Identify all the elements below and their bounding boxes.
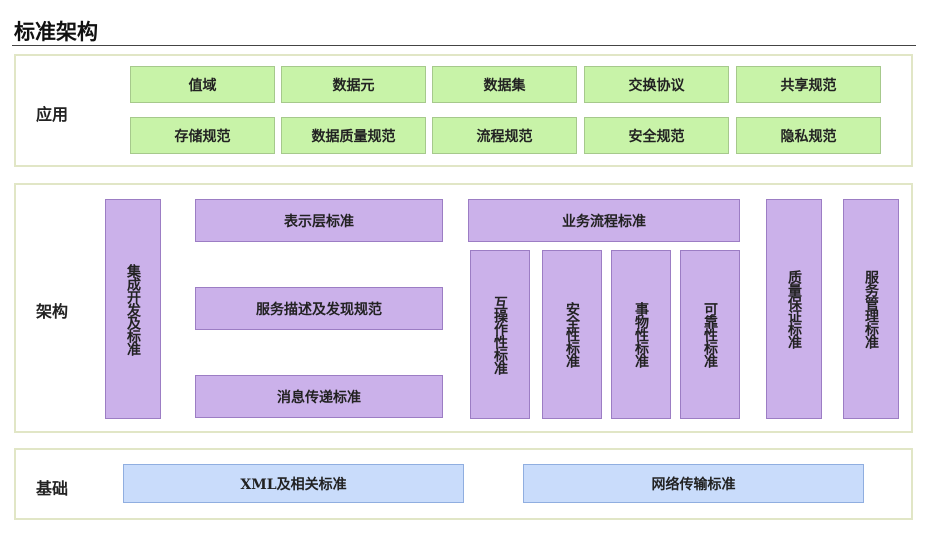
app-box-privacy-spec: 隐私规范 — [736, 117, 881, 154]
business-process-standard: 业务流程标准 — [468, 199, 740, 242]
app-box-process-spec: 流程规范 — [432, 117, 577, 154]
interoperability-standard: 互操作性标准 — [470, 250, 530, 419]
quality-assurance-standard: 质量保证标准 — [766, 199, 822, 419]
network-transport-standard: 网络传输标准 — [523, 464, 864, 503]
architecture-label: 架构 — [36, 302, 69, 321]
service-management-standard: 服务管理标准 — [843, 199, 899, 419]
transaction-standard: 事物性标准 — [611, 250, 671, 419]
app-box-sharing-spec: 共享规范 — [736, 66, 881, 103]
page-title: 标准架构 — [14, 19, 98, 44]
app-box-data-element: 数据元 — [281, 66, 426, 103]
title-underline — [12, 45, 916, 46]
integration-dev-standard: 集成开发及标准 — [105, 199, 161, 419]
foundation-label: 基础 — [36, 479, 69, 498]
security-standard: 安全性标准 — [542, 250, 602, 419]
app-box-storage-spec: 存储规范 — [130, 117, 275, 154]
reliability-standard: 可靠性标准 — [680, 250, 740, 419]
app-box-data-quality-spec: 数据质量规范 — [281, 117, 426, 154]
application-label: 应用 — [36, 105, 69, 124]
app-box-dataset: 数据集 — [432, 66, 577, 103]
app-box-security-spec: 安全规范 — [584, 117, 729, 154]
xml-standard: XML及相关标准 — [123, 464, 464, 503]
messaging-standard: 消息传递标准 — [195, 375, 443, 418]
app-box-value-domain: 值域 — [130, 66, 275, 103]
service-description-spec: 服务描述及发现规范 — [195, 287, 443, 330]
app-box-exchange-protocol: 交换协议 — [584, 66, 729, 103]
architecture-section — [14, 183, 913, 433]
presentation-layer-standard: 表示层标准 — [195, 199, 443, 242]
